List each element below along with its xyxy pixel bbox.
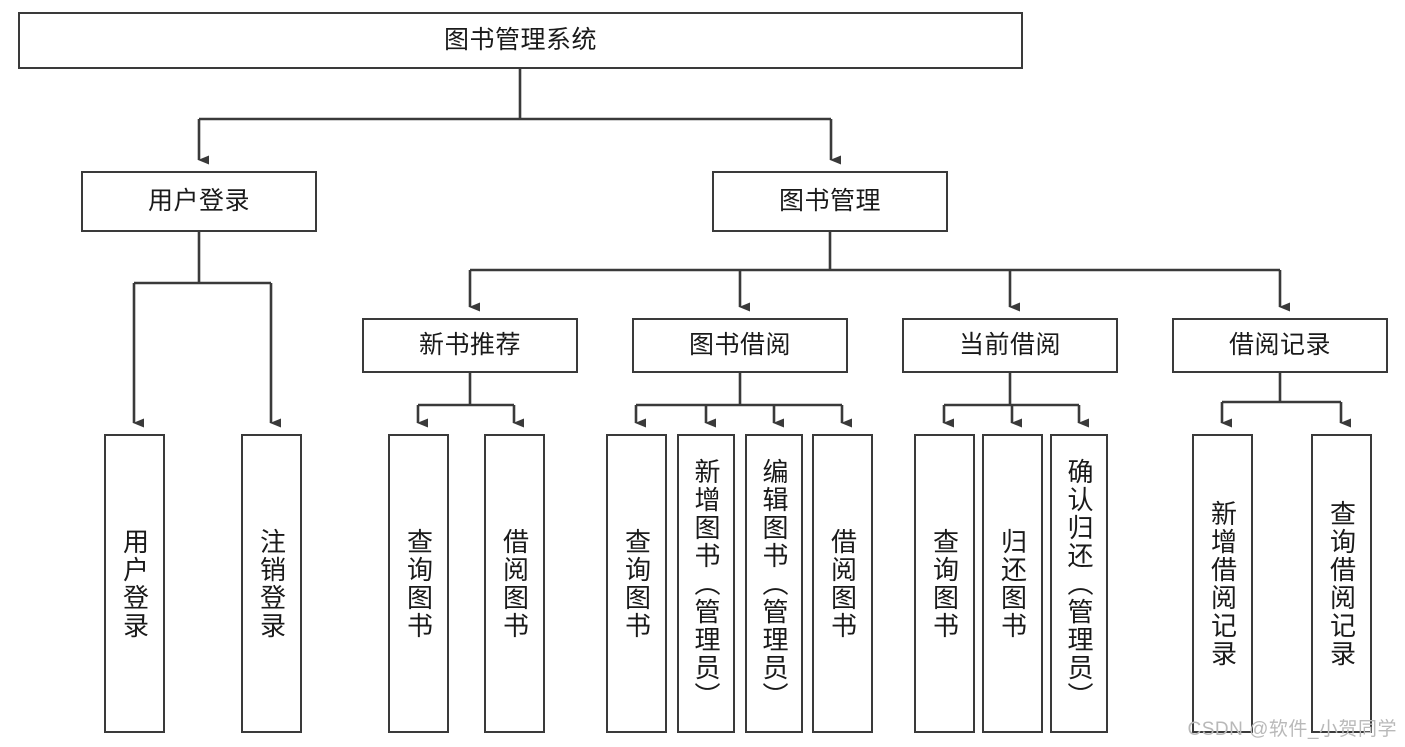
- node-leaf-return-book[interactable]: 归还图书: [982, 434, 1043, 733]
- node-leaf-borrow-book-1[interactable]: 借阅图书: [484, 434, 545, 733]
- node-user-login-label: 用户登录: [147, 186, 250, 215]
- node-leaf-query-book-3[interactable]: 查询图书: [914, 434, 975, 733]
- node-leaf-query-borrow-record[interactable]: 查询借阅记录: [1311, 434, 1372, 733]
- node-current-borrow[interactable]: 当前借阅: [902, 318, 1118, 373]
- node-leaf-query-book-2-label: 查询图书: [621, 527, 652, 640]
- node-root[interactable]: 图书管理系统: [18, 12, 1023, 69]
- node-book-manage-label: 图书管理: [778, 186, 881, 215]
- node-leaf-borrow-book-1-label: 借阅图书: [499, 527, 530, 640]
- node-current-borrow-label: 当前借阅: [958, 330, 1061, 359]
- node-root-label: 图书管理系统: [443, 25, 597, 54]
- node-leaf-query-borrow-record-label: 查询借阅记录: [1326, 499, 1357, 668]
- node-book-borrow-label: 图书借阅: [688, 330, 791, 359]
- node-leaf-add-borrow-record-label: 新增借阅记录: [1207, 499, 1238, 668]
- node-leaf-add-book[interactable]: 新增图书（管理员）: [677, 434, 735, 733]
- watermark-text: CSDN @软件_小贺同学: [1187, 719, 1397, 740]
- node-user-login[interactable]: 用户登录: [81, 171, 317, 232]
- node-leaf-user-login-label: 用户登录: [119, 527, 150, 640]
- node-book-manage[interactable]: 图书管理: [712, 171, 948, 232]
- node-new-book-recommend[interactable]: 新书推荐: [362, 318, 578, 373]
- node-leaf-query-book-1-label: 查询图书: [403, 527, 434, 640]
- node-leaf-confirm-return-label: 确认归还（管理员）: [1064, 457, 1094, 710]
- node-leaf-edit-book-label: 编辑图书（管理员）: [759, 457, 789, 710]
- node-leaf-logout[interactable]: 注销登录: [241, 434, 302, 733]
- node-leaf-add-book-label: 新增图书（管理员）: [691, 457, 721, 710]
- node-leaf-query-book-1[interactable]: 查询图书: [388, 434, 449, 733]
- node-leaf-return-book-label: 归还图书: [997, 527, 1028, 640]
- node-leaf-logout-label: 注销登录: [256, 527, 287, 640]
- node-new-book-recommend-label: 新书推荐: [418, 330, 521, 359]
- node-leaf-confirm-return[interactable]: 确认归还（管理员）: [1050, 434, 1108, 733]
- node-leaf-query-book-2[interactable]: 查询图书: [606, 434, 667, 733]
- node-leaf-borrow-book-2-label: 借阅图书: [827, 527, 858, 640]
- node-borrow-record[interactable]: 借阅记录: [1172, 318, 1388, 373]
- node-leaf-edit-book[interactable]: 编辑图书（管理员）: [745, 434, 803, 733]
- node-leaf-borrow-book-2[interactable]: 借阅图书: [812, 434, 873, 733]
- node-leaf-user-login[interactable]: 用户登录: [104, 434, 165, 733]
- node-leaf-query-book-3-label: 查询图书: [929, 527, 960, 640]
- node-book-borrow[interactable]: 图书借阅: [632, 318, 848, 373]
- node-borrow-record-label: 借阅记录: [1228, 330, 1331, 359]
- node-leaf-add-borrow-record[interactable]: 新增借阅记录: [1192, 434, 1253, 733]
